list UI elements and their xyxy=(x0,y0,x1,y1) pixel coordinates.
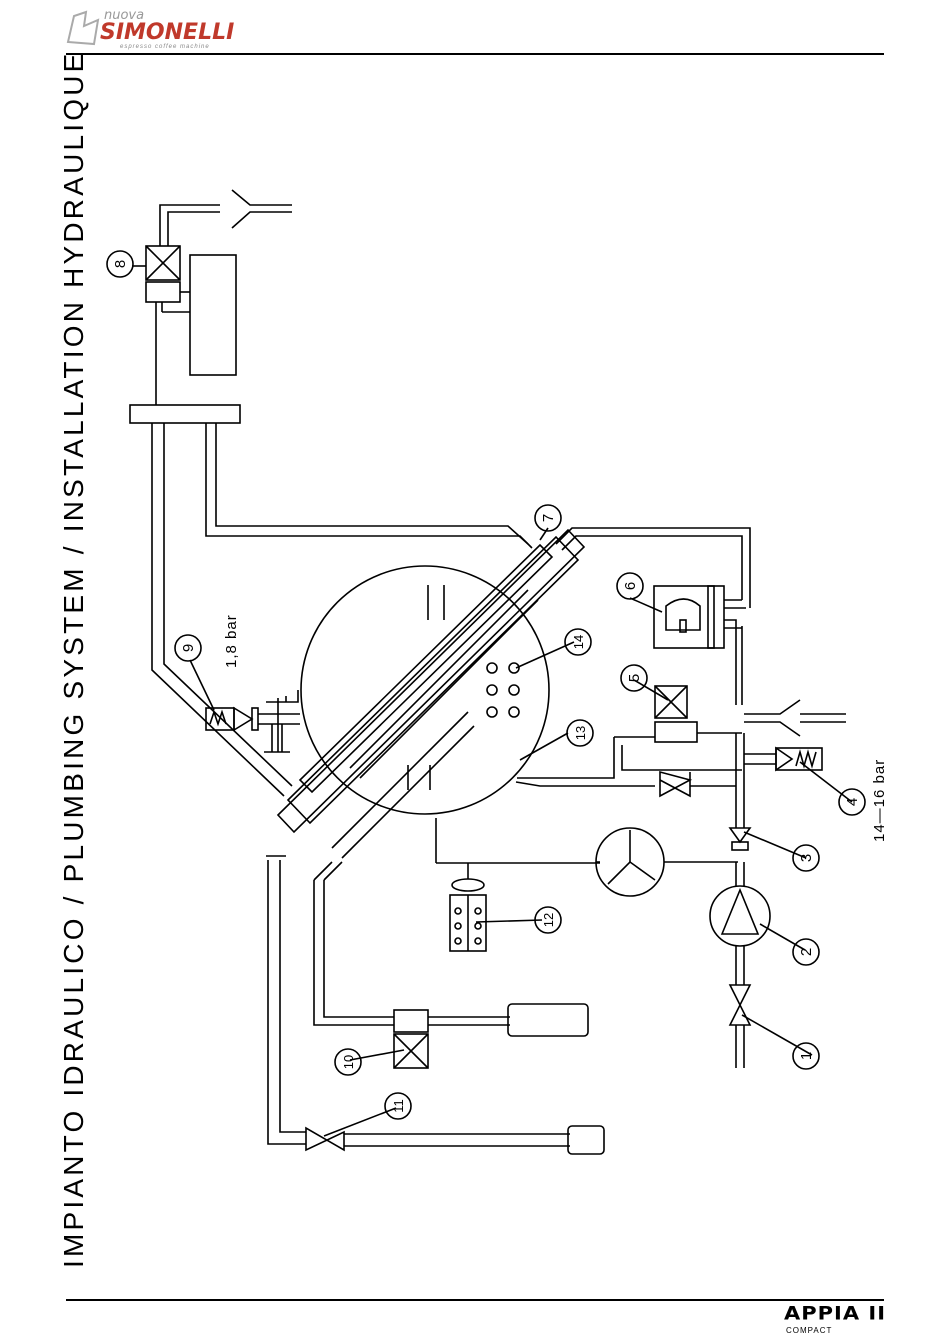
callout-7: 7 xyxy=(540,514,557,522)
safety-valve xyxy=(776,748,822,770)
heat-exchanger xyxy=(278,530,584,832)
check-valve xyxy=(730,828,750,842)
callout-10: 10 xyxy=(341,1055,356,1069)
callout-4: 4 xyxy=(844,798,861,806)
callout-5: 5 xyxy=(626,674,643,682)
callout-11: 11 xyxy=(391,1099,406,1113)
model-name: APPIA II xyxy=(784,1302,886,1324)
model-subtitle: COMPACT xyxy=(786,1326,832,1335)
inlet-valve xyxy=(730,985,750,1025)
callout-6: 6 xyxy=(622,582,639,590)
motor-6 xyxy=(654,586,714,648)
callout-3: 3 xyxy=(798,854,815,862)
boiler xyxy=(301,566,549,814)
callout-9: 9 xyxy=(180,644,197,652)
callout-12: 12 xyxy=(541,913,556,927)
pressure-label-low: 1,8 bar xyxy=(223,614,240,668)
callout-14: 14 xyxy=(571,635,586,649)
footer-rule xyxy=(66,1299,884,1301)
callout-13: 13 xyxy=(573,726,588,740)
heating-element xyxy=(487,663,519,717)
drain-valve-11 xyxy=(306,1128,344,1150)
pressure-label-high: 14—16 bar xyxy=(871,759,888,842)
brew-group xyxy=(190,255,236,375)
callout-2: 2 xyxy=(798,948,815,956)
callout-1: 1 xyxy=(798,1052,815,1060)
callout-8: 8 xyxy=(112,260,129,268)
pump xyxy=(710,886,770,946)
